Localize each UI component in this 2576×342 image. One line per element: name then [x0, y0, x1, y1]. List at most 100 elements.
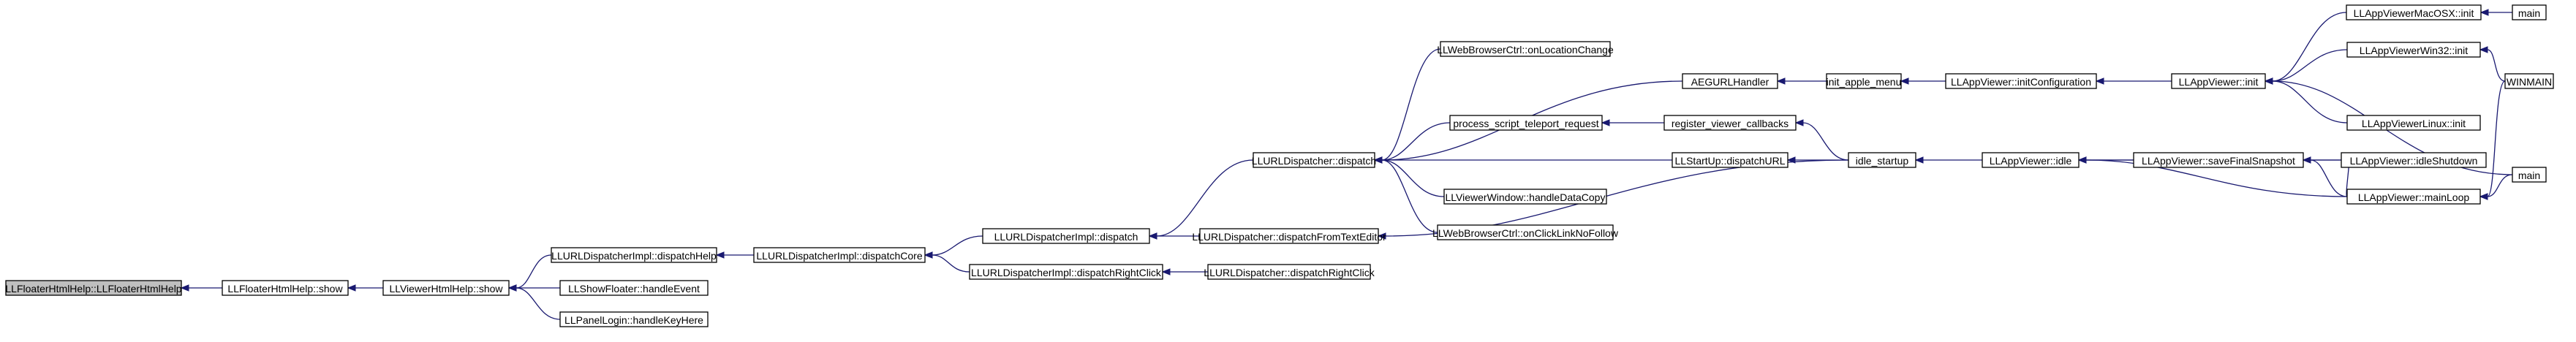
node-label: LLWebBrowserCtrl::onLocationChange [1437, 44, 1614, 56]
arrowhead [1914, 156, 1924, 164]
node-llfloaterhtmlhelp-llfloaterhtmlhelp[interactable]: LLFloaterHtmlHelp::LLFloaterHtmlHelp [5, 280, 182, 296]
node-label: LLURLDispatcherImpl::dispatch [994, 231, 1138, 243]
node-llurldispatcherimpl-dispatchcore[interactable]: LLURLDispatcherImpl::dispatchCore [753, 247, 926, 263]
arrowhead [1161, 268, 1171, 276]
node-llviewerhtmlhelp-show[interactable]: LLViewerHtmlHelp::show [382, 280, 510, 296]
node-main-1[interactable]: main [2512, 4, 2547, 20]
node-label: LLShowFloater::handleEvent [568, 283, 700, 294]
node-label: LLAppViewerWin32::init [2360, 45, 2468, 56]
arrowhead [1601, 119, 1610, 126]
edge-n_wclk-to-n_disp [1381, 159, 1438, 233]
node-llshowfloater-handleevent[interactable]: LLShowFloater::handleEvent [559, 280, 709, 296]
node-llurldispatcher-dispatchfromtexteditor[interactable]: LLURLDispatcher::dispatchFromTextEditor [1192, 228, 1386, 244]
node-llappviewer-idle[interactable]: LLAppViewer::idle [1982, 152, 2080, 168]
node-label: LLFloaterHtmlHelp::LLFloaterHtmlHelp [5, 283, 181, 294]
node-process-script-teleport-request[interactable]: process_script_teleport_request [1449, 115, 1603, 131]
node-label: LLAppViewer::idle [1990, 155, 2072, 167]
node-box [2512, 167, 2547, 183]
edge-n_disp-to-n_idisp [1156, 159, 1254, 237]
node-box [1199, 228, 1379, 244]
node-box [559, 280, 709, 296]
node-box [222, 280, 349, 296]
arrowhead [2479, 46, 2488, 53]
arrowhead [347, 284, 356, 292]
node-label: idle_startup [1856, 155, 1909, 167]
node-llurldispatcherimpl-dispatchrightclick[interactable]: LLURLDispatcherImpl::dispatchRightClick [969, 264, 1163, 280]
node-register-viewer-callbacks[interactable]: register_viewer_callbacks [1663, 115, 1797, 131]
node-idle-startup[interactable]: idle_startup [1848, 152, 1916, 168]
node-label: LLURLDispatcher::dispatchRightClick [1204, 267, 1375, 278]
node-llappviewer-mainloop[interactable]: LLAppViewer::mainLoop [2346, 189, 2481, 205]
node-init-apple-menu[interactable]: init_apple_menu [1826, 73, 1902, 89]
arrowhead [715, 251, 725, 259]
node-label: LLAppViewerLinux::init [2362, 118, 2466, 129]
node-box [2504, 73, 2554, 89]
arrowhead [1776, 77, 1786, 85]
node-label: LLAppViewer::initConfiguration [1951, 76, 2091, 88]
node-label: LLAppViewer::mainLoop [2358, 191, 2470, 203]
node-label: main [2518, 7, 2540, 19]
edge-n_irc-to-n_core [932, 254, 970, 273]
node-box [551, 247, 717, 263]
node-llfloaterhtmlhelp-show[interactable]: LLFloaterHtmlHelp::show [222, 280, 349, 296]
node-llappviewer-savefinalsnapshot[interactable]: LLAppViewer::saveFinalSnapshot [2133, 152, 2304, 168]
node-llurldispatcherimpl-dispatchhelp[interactable]: LLURLDispatcherImpl::dispatchHelp [551, 247, 717, 263]
node-llurldispatcher-dispatch[interactable]: LLURLDispatcher::dispatch [1252, 152, 1376, 168]
node-box [1945, 73, 2097, 89]
node-label: process_script_teleport_request [1453, 118, 1598, 129]
node-box [1253, 152, 1375, 168]
arrowhead [2095, 77, 2104, 85]
node-label: LLURLDispatcherImpl::dispatchHelp [551, 250, 717, 262]
node-llpanellogin-handlekeyhere[interactable]: LLPanelLogin::handleKeyHere [559, 311, 709, 327]
node-box [1672, 152, 1789, 168]
node-label: register_viewer_callbacks [1672, 118, 1789, 129]
node-llappviewer-initconfiguration[interactable]: LLAppViewer::initConfiguration [1945, 73, 2097, 89]
node-label: LLViewerHtmlHelp::show [389, 283, 503, 294]
node-label: LLAppViewerMacOSX::init [2354, 7, 2474, 19]
node-box [1663, 115, 1797, 131]
node-label: init_apple_menu [1827, 76, 1902, 88]
node-winmain[interactable]: WINMAIN [2504, 73, 2554, 89]
node-box [2346, 4, 2482, 20]
node-label: AEGURLHandler [1691, 76, 1769, 88]
node-main-2[interactable]: main [2512, 167, 2547, 183]
node-llappviewermacosx-init[interactable]: LLAppViewerMacOSX::init [2346, 4, 2482, 20]
node-label: LLPanelLogin::handleKeyHere [564, 314, 703, 326]
node-box [2133, 152, 2304, 168]
node-llurldispatcherimpl-dispatch[interactable]: LLURLDispatcherImpl::dispatch [982, 228, 1150, 244]
node-llstartup-dispatchurl[interactable]: LLStartUp::dispatchURL [1672, 152, 1789, 168]
arrowhead [2479, 9, 2489, 16]
node-label: WINMAIN [2507, 76, 2552, 88]
node-llwebbrowserctrl-onclicklinknofollow[interactable]: LLWebBrowserCtrl::onClickLinkNoFollow [1432, 224, 1619, 240]
edge-n_dhelp-to-n_show2 [515, 254, 552, 289]
edge-n_mac-to-n_init [2272, 12, 2347, 82]
node-llappviewerlinux-init[interactable]: LLAppViewerLinux::init [2346, 115, 2481, 131]
node-box [1449, 115, 1603, 131]
node-box [753, 247, 926, 263]
arrowhead [180, 284, 189, 292]
node-box [969, 264, 1163, 280]
arrowhead [1148, 232, 1157, 240]
node-box [2346, 189, 2481, 205]
edge-n_mloop-to-n_sfs [2310, 159, 2348, 197]
node-llappviewer-init[interactable]: LLAppViewer::init [2171, 73, 2266, 89]
node-label: LLURLDispatcher::dispatchFromTextEditor [1192, 231, 1386, 243]
node-box [2171, 73, 2266, 89]
node-llappviewer-idleshutdown[interactable]: LLAppViewer::idleShutdown [2341, 152, 2487, 168]
arrowhead [2077, 156, 2087, 164]
node-box [1982, 152, 2080, 168]
node-llurldispatcher-dispatchrightclick[interactable]: LLURLDispatcher::dispatchRightClick [1204, 264, 1375, 280]
node-label: LLAppViewer::idleShutdown [2350, 155, 2478, 167]
node-box [2512, 4, 2547, 20]
edge-n_winmain-to-n_win32 [2487, 49, 2506, 82]
node-aegurlhandler[interactable]: AEGURLHandler [1682, 73, 1778, 89]
node-box [1207, 264, 1371, 280]
arrowhead [507, 284, 517, 292]
node-llappviewerwin32-init[interactable]: LLAppViewerWin32::init [2346, 42, 2481, 58]
node-llwebbrowserctrl-onlocationchange[interactable]: LLWebBrowserCtrl::onLocationChange [1437, 41, 1614, 57]
arrowhead [923, 251, 933, 259]
arrowhead [1794, 119, 1804, 126]
node-label: LLStartUp::dispatchURL [1675, 155, 1786, 167]
node-llviewerwindow-handledatacopy[interactable]: LLViewerWindow::handleDataCopy [1443, 189, 1607, 205]
